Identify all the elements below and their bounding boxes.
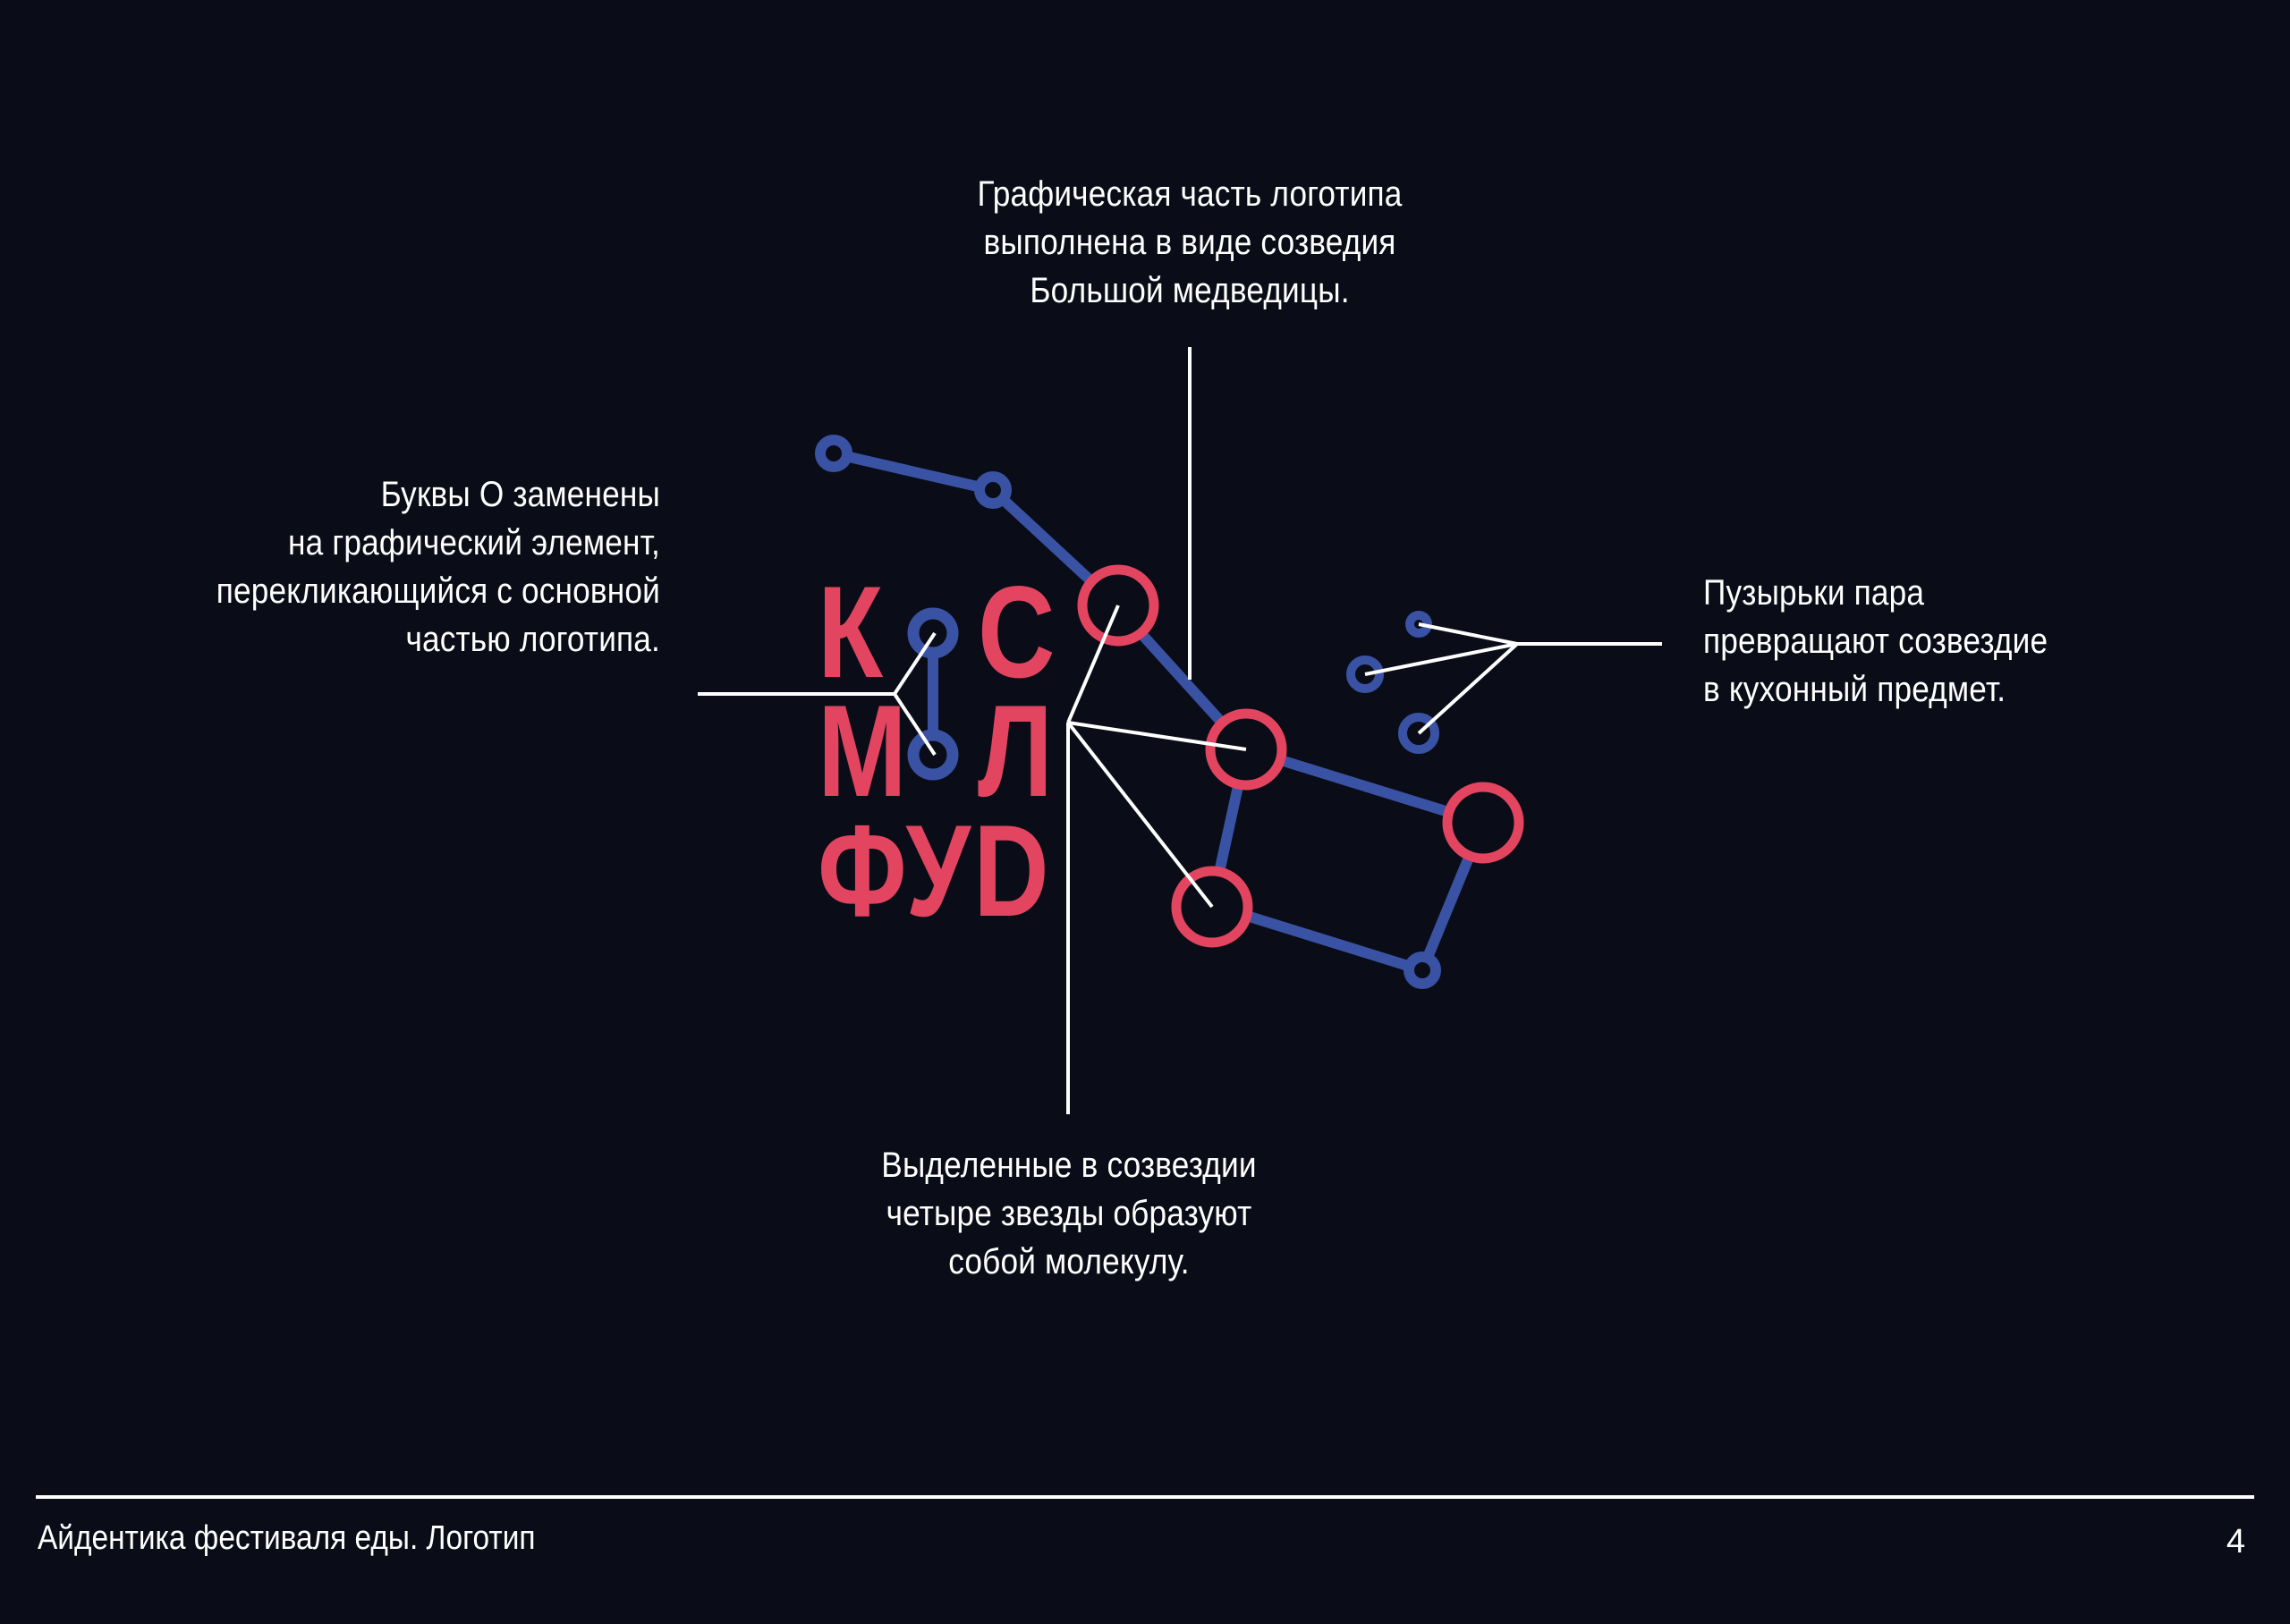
constellation-link — [828, 448, 998, 495]
caption-molecule: Выделенные в созвездии четыре звезды обр… — [881, 1146, 1257, 1281]
constellation-star — [1404, 952, 1441, 989]
wordmark-food: ФУD — [818, 799, 1052, 944]
footer-title: Айдентика фестиваля еды. Логотип — [38, 1519, 536, 1557]
annotation-leaders — [698, 347, 1662, 1114]
leader-letters-o-fork — [892, 631, 937, 757]
constellation-link — [1241, 744, 1488, 828]
wordmark: К С М Л ФУD — [818, 560, 1055, 944]
constellation-link — [988, 485, 1097, 587]
letter-m: М — [818, 679, 907, 825]
caption-steam-bubbles: Пузырьки пара превращают созвездие в кух… — [1703, 573, 2048, 709]
leader-steam-b — [1364, 642, 1518, 676]
leader-steam-a — [1418, 622, 1518, 646]
caption-letters-o: Буквы О заменены на графический элемент,… — [216, 475, 660, 659]
letter-k: К — [818, 560, 884, 706]
leader-molecule-b — [1067, 721, 1247, 751]
constellation-star — [974, 471, 1012, 509]
leader-molecule-a — [1066, 605, 1120, 723]
page-number: 4 — [2226, 1523, 2245, 1561]
leader-steam-c — [1417, 642, 1519, 735]
molecule-star — [1442, 782, 1524, 864]
leader-molecule-c — [1066, 721, 1214, 909]
constellation-star — [815, 435, 852, 472]
caption-constellation: Графическая часть логотипа выполнена в в… — [977, 174, 1403, 310]
letter-l: Л — [978, 679, 1053, 825]
letter-c: С — [978, 560, 1055, 706]
footer-divider — [36, 1495, 2254, 1499]
